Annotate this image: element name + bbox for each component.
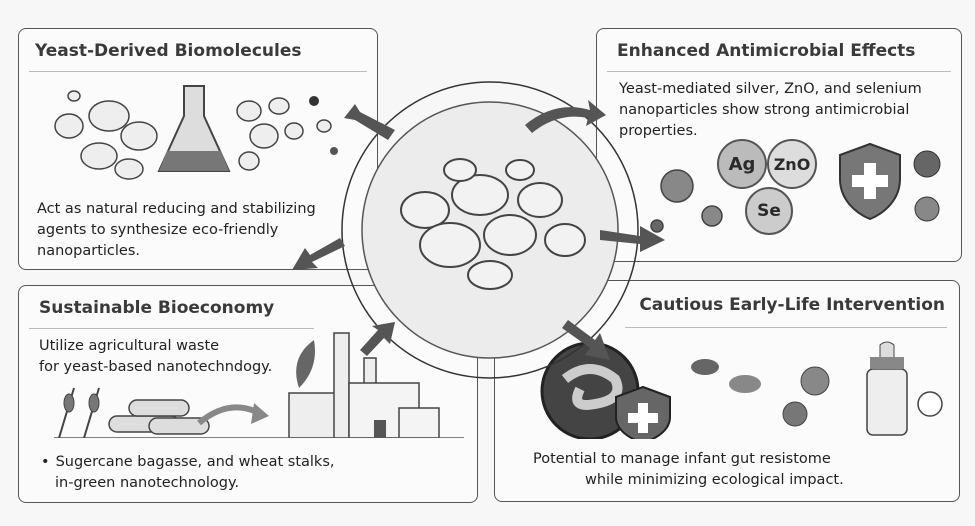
panel-yeast-derived-biomolecules: Yeast-Derived Biomolecules Act as natura… (18, 28, 378, 270)
panel-title: Yeast-Derived Biomolecules (35, 41, 302, 61)
bullet-line: Sugercane bagasse, and wheat stalks, (55, 454, 335, 470)
particle-ag: Ag (717, 139, 767, 189)
bullet-dot: • (41, 454, 50, 470)
panel-title: Sustainable Bioeconomy (39, 298, 275, 318)
particle-se: Se (745, 187, 793, 235)
bagasse-logs-icon (108, 399, 210, 435)
flask-icon (157, 85, 231, 172)
divider (607, 71, 951, 72)
body-line: Act as natural reducing and stabilizing (37, 201, 316, 217)
body-line: nanoparticles show strong antimicrobial (619, 102, 910, 118)
divider (625, 327, 947, 328)
divider (29, 328, 314, 329)
yeast-cells-icon (54, 85, 338, 180)
baby-bottle-icon (866, 341, 908, 436)
body-line: Yeast-mediated silver, ZnO, and selenium (619, 81, 922, 97)
factory-icon (54, 332, 464, 438)
virus-icon (650, 169, 723, 233)
body-line: in-green nanotechnology. (55, 475, 240, 491)
panel-title: Cautious Early-Life Intervention (639, 295, 945, 315)
virus-icon (913, 150, 941, 222)
gut-icon (540, 341, 943, 439)
body-line: Potential to manage infant gut resistome (533, 451, 831, 467)
shield-cross-icon (615, 385, 671, 439)
body-line: properties. (619, 123, 698, 139)
divider (29, 71, 367, 72)
body-line: • Sugercane bagasse, and wheat stalks, (41, 452, 335, 473)
yeast-cells-icon (400, 158, 586, 290)
panel-body: Yeast-mediated silver, ZnO, and selenium… (619, 79, 922, 142)
panel-body: Act as natural reducing and stabilizing … (37, 199, 316, 262)
panel-title: Enhanced Antimicrobial Effects (617, 41, 916, 61)
particle-zno: ZnO (767, 139, 817, 189)
body-line: Utilize agricultural waste (39, 338, 220, 354)
shield-cross-icon (839, 142, 901, 221)
body-line: while minimizing ecological impact. (585, 472, 844, 488)
wheat-icon (58, 387, 100, 438)
panel-enhanced-antimicrobial-effects: Enhanced Antimicrobial Effects Yeast-med… (596, 28, 962, 262)
body-line: agents to synthesize eco-friendly (37, 222, 279, 238)
body-line: nanoparticles. (37, 243, 140, 259)
bullet-text: • Sugercane bagasse, and wheat stalks, in… (41, 452, 335, 494)
panel-body: Utilize agricultural waste for yeast-bas… (39, 336, 272, 378)
panel-body: Potential to manage infant gut resistome… (533, 449, 844, 491)
central-yeast-disc (341, 81, 639, 379)
body-line: for yeast-based nanotechndogy. (39, 359, 273, 375)
